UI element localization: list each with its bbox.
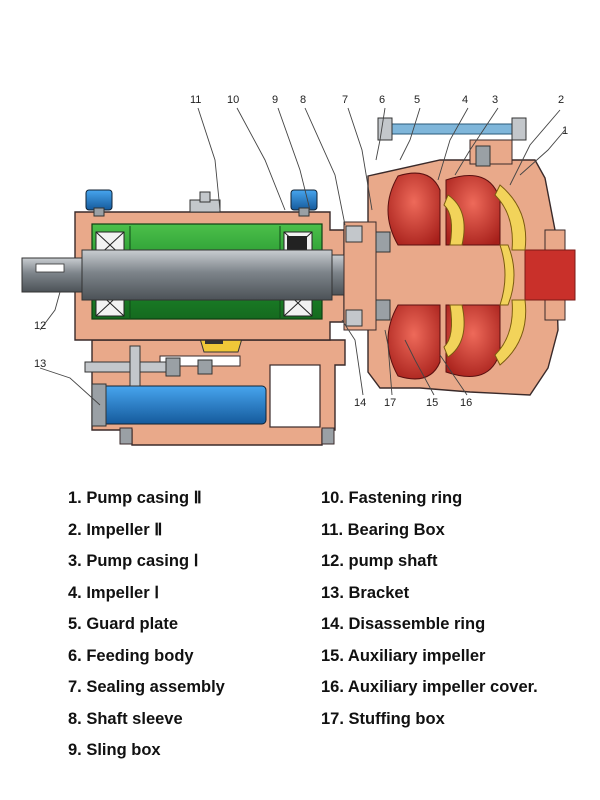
callout-8: 8 xyxy=(300,94,306,106)
legend-item-impeller-ii: 2. Impeller Ⅱ xyxy=(68,520,163,539)
lifting-eye xyxy=(189,191,221,213)
legend-item-bearing-box: 11. Bearing Box xyxy=(321,520,445,539)
impeller-i xyxy=(443,194,465,358)
legend-item-pump-casing-i: 3. Pump casing Ⅰ xyxy=(68,552,199,570)
callout-12: 12 xyxy=(34,320,46,332)
callout-15: 15 xyxy=(426,397,438,409)
leader-lines xyxy=(39,107,566,406)
callout-6: 6 xyxy=(379,94,385,106)
callout-5: 5 xyxy=(414,94,420,106)
pump-cross-section-diagram: 1 2 3 4 5 6 7 8 9 10 11 12 13 14 17 15 1… xyxy=(21,94,576,446)
callout-10: 10 xyxy=(227,94,239,106)
legend-item-stuffing-box: 17. Stuffing box xyxy=(321,709,445,728)
callout-13: 13 xyxy=(34,358,46,370)
callout-14: 14 xyxy=(354,397,366,409)
legend-item-fastening-ring: 10. Fastening ring xyxy=(321,489,463,507)
legend-right-column: 10. Fastening ring 11. Bearing Box 12. p… xyxy=(321,487,538,739)
adjusting-bolt xyxy=(84,345,213,387)
legend-item-disassemble-ring: 14. Disassemble ring xyxy=(321,615,486,633)
legend-item-impeller-i: 4. Impeller Ⅰ xyxy=(68,583,160,602)
impeller-ii xyxy=(494,184,527,366)
legend-item-sealing-assembly: 7. Sealing assembly xyxy=(68,678,225,696)
callout-17: 17 xyxy=(384,397,396,409)
callout-1: 1 xyxy=(562,125,568,137)
adjusting-cylinder xyxy=(91,383,267,427)
callout-3: 3 xyxy=(492,94,498,106)
legend-item-sling-box: 9. Sling box xyxy=(68,741,161,759)
callout-11: 11 xyxy=(190,94,201,106)
legend-item-shaft-sleeve: 8. Shaft sleeve xyxy=(68,709,183,728)
tie-bolt xyxy=(377,117,527,141)
legend-left-column: 1. Pump casing Ⅱ 2. Impeller Ⅱ 3. Pump c… xyxy=(68,487,225,771)
legend-item-feeding-body: 6. Feeding body xyxy=(68,646,194,665)
callout-4: 4 xyxy=(462,94,468,106)
callout-9: 9 xyxy=(272,94,278,106)
callout-2: 2 xyxy=(558,94,564,106)
legend-item-pump-shaft: 12. pump shaft xyxy=(321,552,438,570)
legend-item-pump-casing-ii: 1. Pump casing Ⅱ xyxy=(68,489,202,507)
callout-labels: 1 2 3 4 5 6 7 8 9 10 11 12 13 14 17 15 1… xyxy=(34,94,568,409)
grease-cup-right xyxy=(290,189,318,217)
legend-item-guard-plate: 5. Guard plate xyxy=(68,615,179,633)
legend-item-bracket: 13. Bracket xyxy=(321,583,410,602)
legend-item-auxiliary-impeller-cover: 16. Auxiliary impeller cover. xyxy=(321,678,538,696)
callout-16: 16 xyxy=(460,397,472,409)
stuffing-box xyxy=(343,221,391,331)
callout-7: 7 xyxy=(342,94,348,106)
grease-cup-left xyxy=(85,189,113,217)
legend-item-auxiliary-impeller: 15. Auxiliary impeller xyxy=(321,646,486,665)
lock-nut xyxy=(287,236,307,250)
